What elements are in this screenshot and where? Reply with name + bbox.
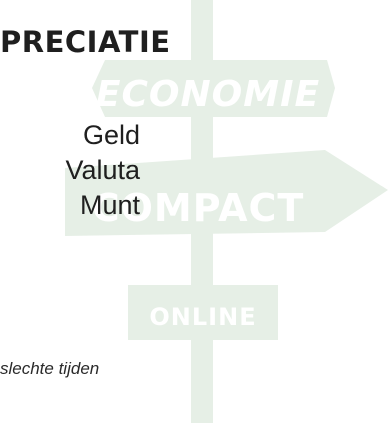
sign-compact-text: COMPACT: [92, 186, 305, 230]
page-title: PRECIATIE: [0, 25, 171, 59]
term-list: Geld Valuta Munt: [0, 118, 140, 223]
sign-economie-text: ECONOMIE: [96, 74, 320, 115]
italic-note: slechte tijden: [0, 359, 100, 378]
sign-online: [128, 285, 278, 340]
term-item: Geld: [82, 120, 140, 150]
term-item: Munt: [79, 190, 140, 220]
sign-compact: [65, 150, 388, 236]
term-item: Valuta: [65, 155, 140, 185]
sign-online-text: ONLINE: [149, 303, 256, 331]
sign-economie: [92, 60, 335, 117]
